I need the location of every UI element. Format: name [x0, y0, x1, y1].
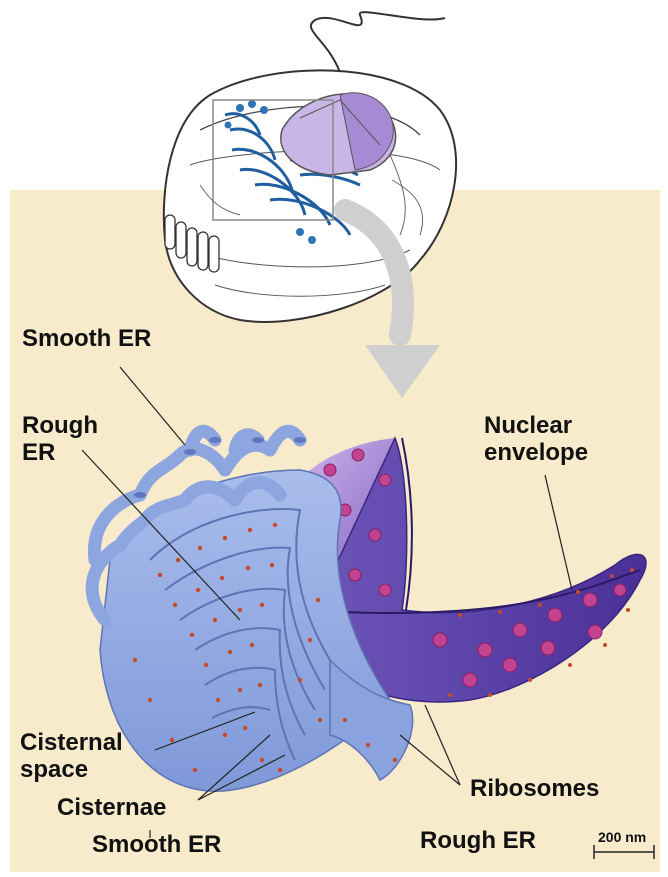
label-nuclear-line1: Nuclear [484, 413, 588, 440]
label-scale-bar: 200 nm [598, 830, 646, 846]
label-smooth-er-bottom: Smooth ER [92, 832, 221, 859]
flagellum [311, 12, 445, 78]
label-rough-er-line2: ER [22, 440, 98, 467]
label-cisternae: Cisternae [57, 795, 166, 822]
label-nuclear-line2: envelope [484, 440, 588, 467]
label-smooth-er-top: Smooth ER [22, 326, 151, 353]
label-nuclear-envelope: Nuclear envelope [484, 413, 588, 467]
label-ribosomes: Ribosomes [470, 776, 599, 803]
label-rough-er-line1: Rough [22, 413, 98, 440]
label-rough-er: Rough ER [22, 413, 98, 467]
label-cisternal-line1: Cisternal [20, 730, 123, 757]
label-rough-er-bottom: Rough ER [420, 828, 536, 855]
label-cisternal-line2: space [20, 757, 123, 784]
label-cisternal-space: Cisternal space [20, 730, 123, 784]
